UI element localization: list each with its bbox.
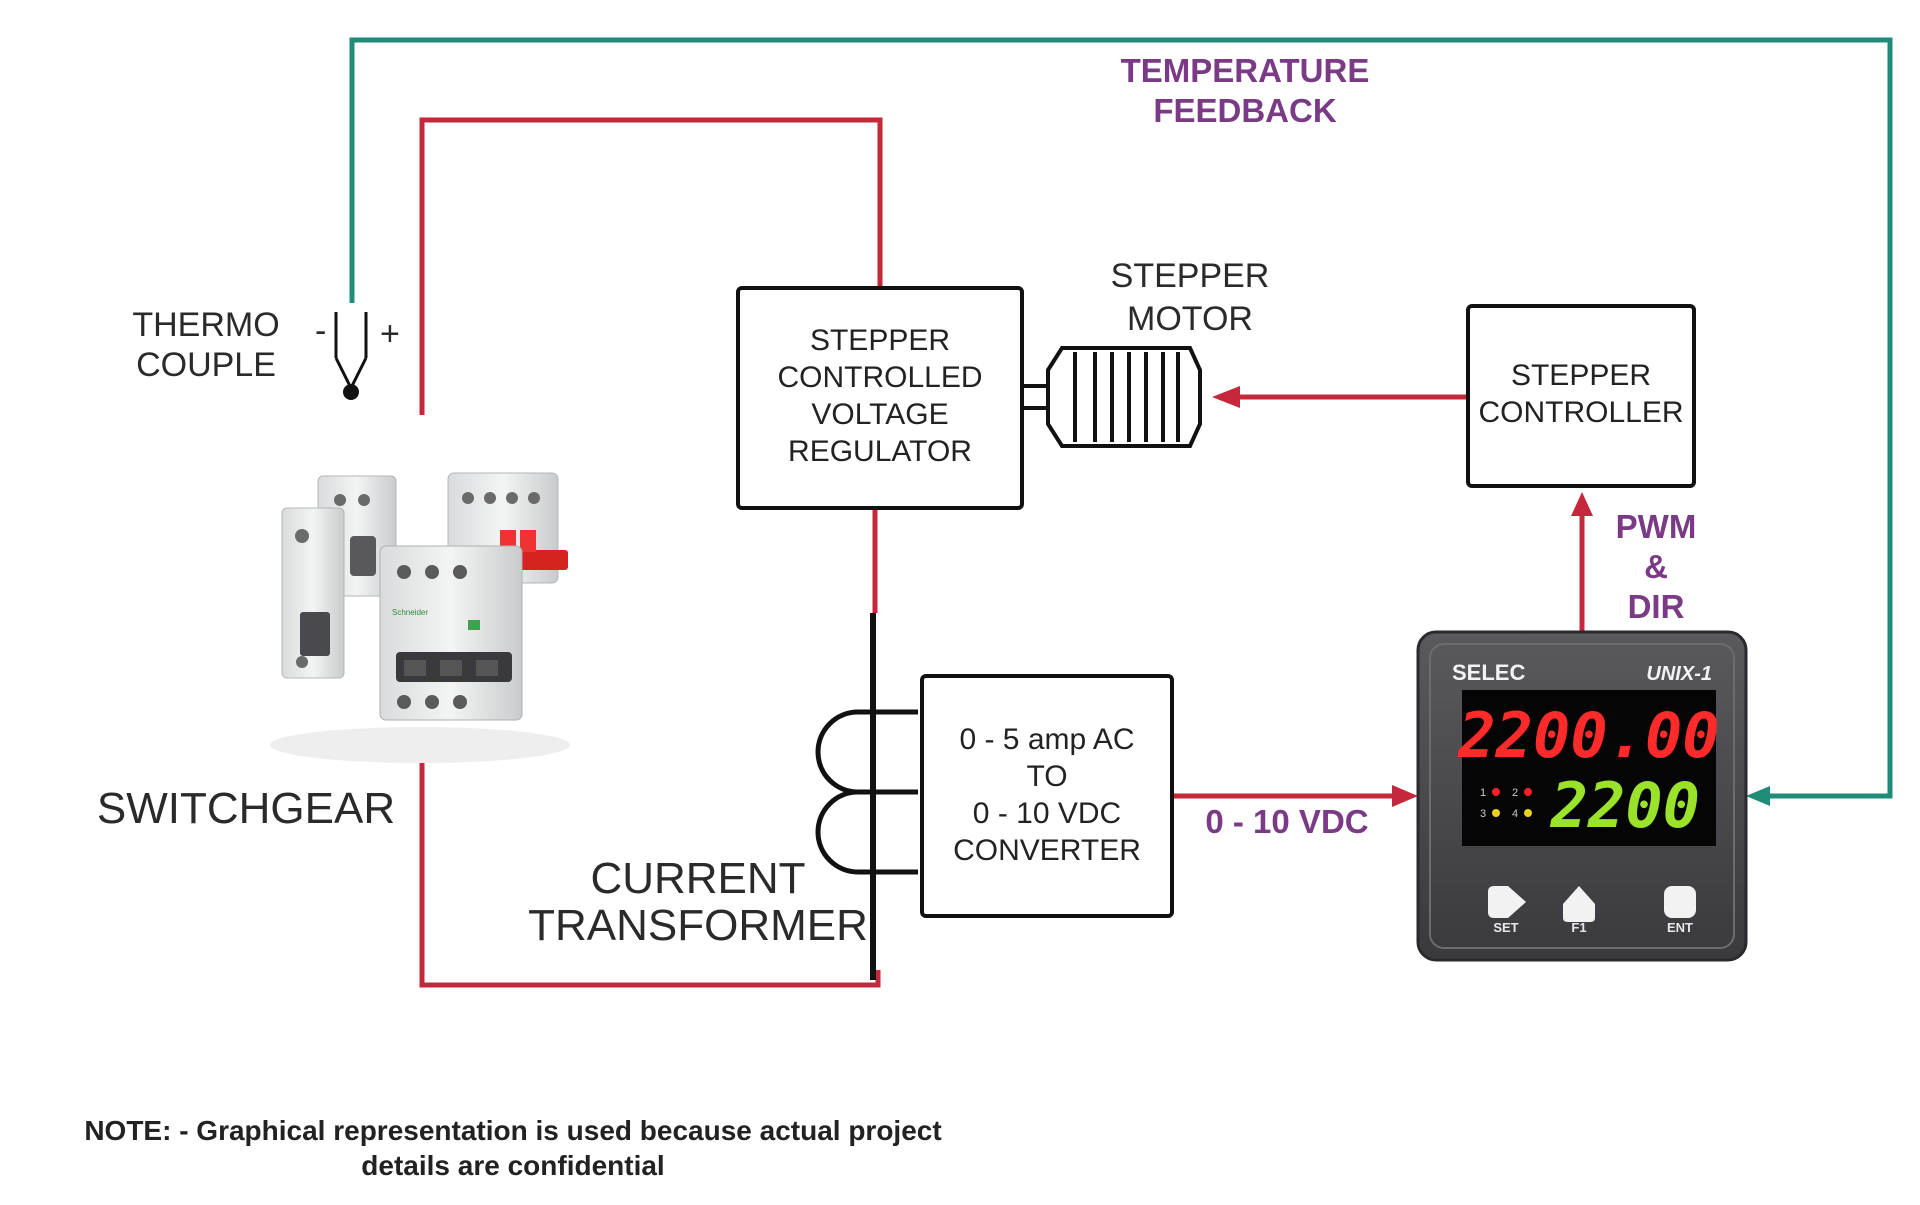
temperature-controller-device: SELEC UNIX-1 2200.00 2200 1 2 3 4 SET F1… xyxy=(1418,632,1746,960)
note-line2: details are confidential xyxy=(361,1150,664,1181)
ent-button[interactable] xyxy=(1664,886,1696,918)
thermocouple-label-line1: THERMO xyxy=(132,306,279,344)
led-2-label: 2 xyxy=(1512,787,1518,799)
display-bottom-value: 2200 xyxy=(1550,769,1700,842)
regulator-line2: CONTROLLED xyxy=(777,361,982,394)
vdc-signal-arrowhead xyxy=(1392,785,1418,807)
stepper-motor-symbol xyxy=(1022,348,1200,446)
stepper-controller-line1: STEPPER xyxy=(1511,359,1651,392)
current-transformer-label-line1: CURRENT xyxy=(590,854,805,903)
pwm-label: PWM xyxy=(1616,508,1697,545)
pwm-dir-arrowhead xyxy=(1571,492,1593,516)
converter-box xyxy=(922,676,1172,916)
feedback-label-line2: FEEDBACK xyxy=(1153,92,1337,129)
led-4-label: 4 xyxy=(1512,808,1518,820)
feedback-arrowhead xyxy=(1746,786,1770,806)
converter-line4: CONVERTER xyxy=(953,834,1141,867)
thermo-plus-label: + xyxy=(380,315,400,353)
thermo-minus-label: - xyxy=(315,312,326,350)
current-transformer-label-line2: TRANSFORMER xyxy=(528,901,868,950)
f1-button-label: F1 xyxy=(1571,920,1586,935)
dir-label: DIR xyxy=(1628,588,1685,625)
display-top-value: 2200.00 xyxy=(1457,699,1719,772)
thermocouple-label-line2: COUPLE xyxy=(136,346,276,384)
regulator-line3: VOLTAGE xyxy=(811,398,948,431)
feedback-label-line1: TEMPERATURE xyxy=(1121,52,1370,89)
switchgear-label: SWITCHGEAR xyxy=(97,784,395,833)
thermocouple-symbol xyxy=(336,312,366,400)
stepper-motor-label-line2: MOTOR xyxy=(1127,300,1253,338)
note-line1: NOTE: - Graphical representation is used… xyxy=(84,1115,941,1146)
breaker-brand-label: Schneider xyxy=(392,608,428,617)
converter-line1: 0 - 5 amp AC xyxy=(959,723,1134,756)
motor-drive-arrowhead xyxy=(1212,386,1240,408)
converter-line3: 0 - 10 VDC xyxy=(973,797,1121,830)
converter-line2: TO xyxy=(1026,760,1067,793)
switchgear-image: Schneider xyxy=(270,473,570,763)
regulator-line4: REGULATOR xyxy=(788,435,972,468)
led-1-label: 1 xyxy=(1480,787,1486,799)
ent-button-label: ENT xyxy=(1667,920,1693,935)
led-3-label: 3 xyxy=(1480,808,1486,820)
pwm-amp-label: & xyxy=(1644,548,1668,585)
device-model: UNIX-1 xyxy=(1646,663,1712,685)
regulator-line1: STEPPER xyxy=(810,324,950,357)
set-button-label: SET xyxy=(1493,920,1518,935)
stepper-controller-line2: CONTROLLER xyxy=(1478,396,1683,429)
stepper-motor-label-line1: STEPPER xyxy=(1111,257,1270,295)
device-brand: SELEC xyxy=(1452,660,1525,685)
vdc-signal-label: 0 - 10 VDC xyxy=(1205,803,1368,840)
